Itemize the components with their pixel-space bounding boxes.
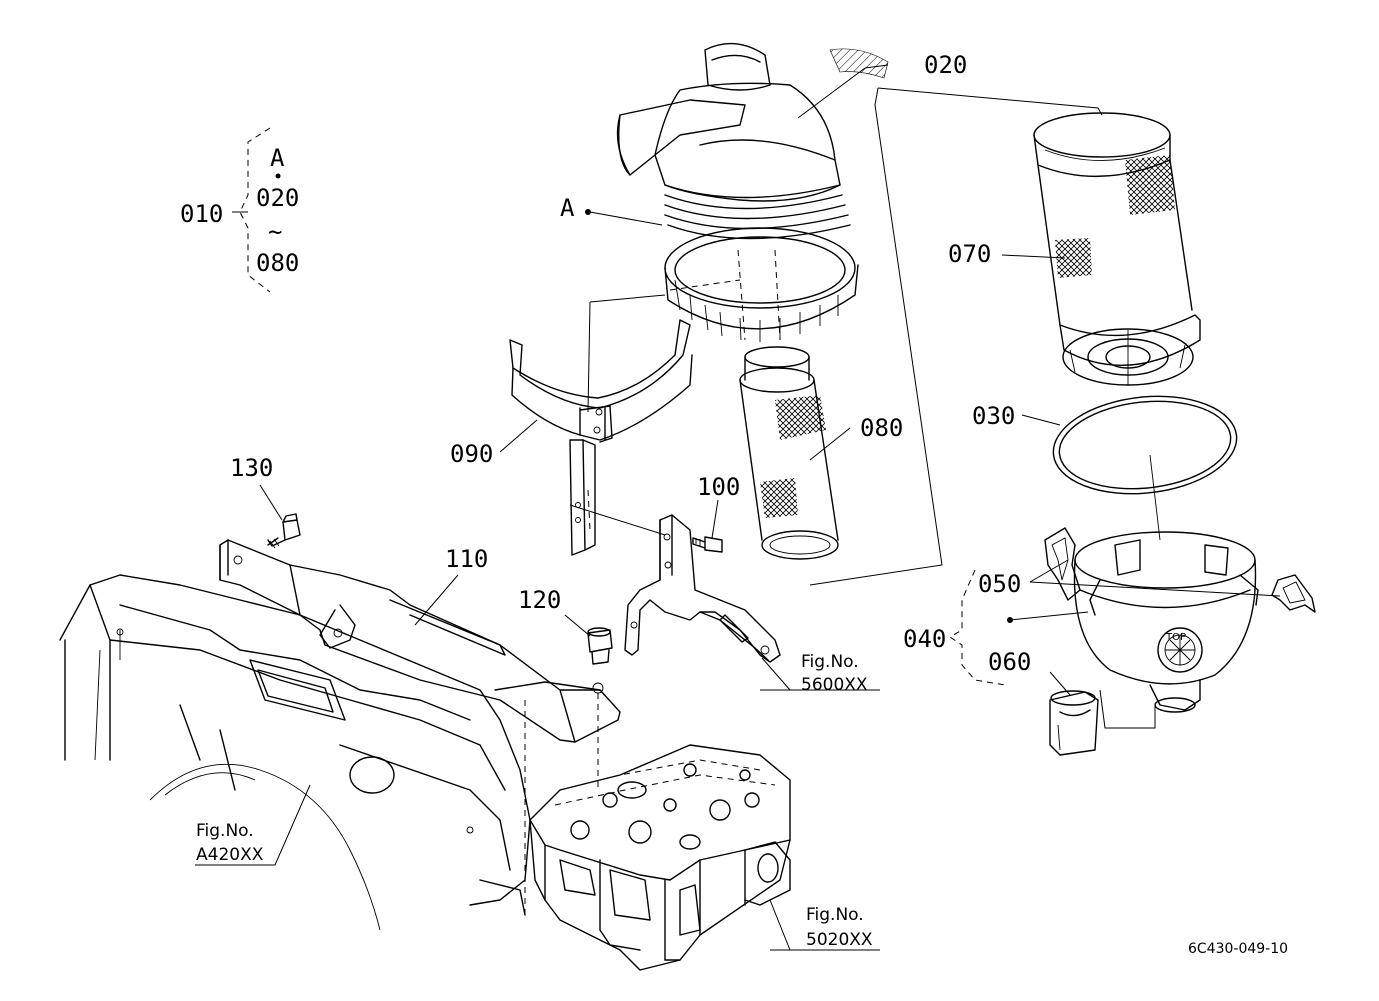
fig-ref-a420: A420XX: [196, 845, 264, 865]
label-130: 130: [230, 454, 273, 482]
label-040: 040: [903, 625, 946, 653]
part-labels: 010 A 020 ~ 080 A 020 070 030 080 090 10…: [180, 51, 1288, 957]
frame-a420: [59, 574, 531, 931]
bracket-110: [219, 539, 621, 790]
label-080: 080: [860, 414, 903, 442]
plug-120: [587, 627, 613, 665]
label-010: 010: [180, 200, 223, 228]
point-a-dot: [585, 209, 591, 215]
group-label-top: A: [270, 144, 285, 172]
label-090: 090: [450, 440, 493, 468]
leader-lines: [195, 64, 1281, 951]
fig-prefix-5600: Fig.No.: [801, 652, 859, 672]
group-dot: [275, 173, 281, 179]
label-point-a: A: [560, 194, 575, 222]
bracket-5600: [624, 514, 781, 663]
bolt-130: [267, 513, 301, 549]
cylinder-head-5020: [529, 744, 791, 971]
cover-logo-text: TOP: [1165, 632, 1186, 643]
label-070: 070: [948, 240, 991, 268]
group-label-bottom: 080: [256, 249, 299, 277]
fig-ref-5020: 5020XX: [806, 930, 873, 950]
group-label-tilde: ~: [268, 218, 282, 246]
cover-040: [1073, 531, 1259, 713]
label-060: 060: [988, 648, 1031, 676]
air-cleaner-housing: [616, 42, 859, 342]
seal-020: [829, 48, 889, 79]
inner-element-080: [739, 346, 839, 560]
o-ring-030: [1052, 395, 1238, 541]
bolt-100: [692, 536, 723, 553]
label-100: 100: [697, 473, 740, 501]
clip-050-right: [1271, 574, 1316, 613]
label-110: 110: [445, 545, 488, 573]
fig-prefix-a420: Fig.No.: [196, 821, 254, 841]
label-030: 030: [972, 402, 1015, 430]
label-020: 020: [924, 51, 967, 79]
outer-element-070: [1033, 112, 1201, 386]
valve-060: [1049, 690, 1099, 756]
point-040-dot: [1007, 617, 1013, 623]
band-090: [509, 319, 693, 556]
label-050: 050: [978, 570, 1021, 598]
fig-prefix-5020: Fig.No.: [806, 905, 864, 925]
fig-ref-5600: 5600XX: [801, 675, 868, 695]
drawing-code: 6C430-049-10: [1188, 941, 1288, 957]
label-120: 120: [518, 586, 561, 614]
group-label-mid: 020: [256, 184, 299, 212]
